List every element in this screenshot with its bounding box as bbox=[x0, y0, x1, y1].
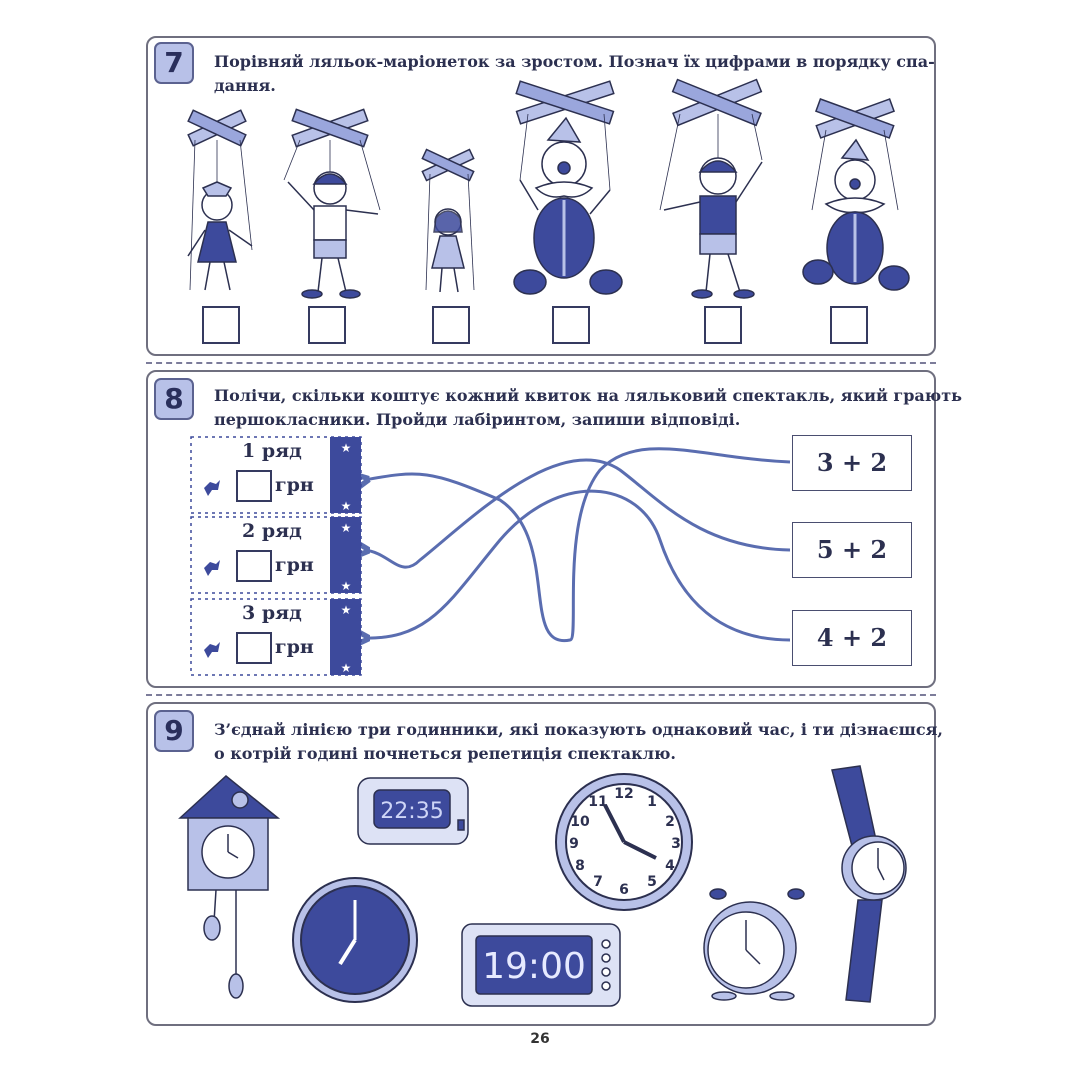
puppet-2-answer-box[interactable] bbox=[308, 306, 346, 344]
puppet-6-answer-box[interactable] bbox=[830, 306, 868, 344]
svg-text:★: ★ bbox=[341, 661, 352, 675]
dial-number-8: 8 bbox=[575, 858, 585, 874]
ticket-2-price-box[interactable] bbox=[236, 550, 272, 582]
marionette-boy-1 bbox=[283, 108, 381, 299]
svg-text:★: ★ bbox=[341, 499, 352, 513]
dial-number-11: 11 bbox=[588, 794, 607, 810]
ticket-2-currency: грн bbox=[275, 554, 314, 576]
dial-number-5: 5 bbox=[647, 874, 657, 890]
task-9-instruction-line1: З’єднай лінією три годинники, які показу… bbox=[214, 720, 943, 739]
svg-text:★: ★ bbox=[341, 579, 352, 593]
task-9-instruction-line2: о котрій годині почнеться репетиція спек… bbox=[214, 744, 676, 763]
task-7-instruction-line1: Порівняй ляльок-маріонеток за зростом. П… bbox=[214, 52, 935, 71]
dial-number-12: 12 bbox=[614, 786, 633, 802]
dashed-separator-2 bbox=[146, 694, 936, 696]
alarm-clock-icon bbox=[703, 888, 805, 1001]
wall-clock-large bbox=[555, 773, 693, 911]
puppet-5-answer-box[interactable] bbox=[704, 306, 742, 344]
wall-clock-dark bbox=[292, 877, 418, 1003]
ticket-3-row-label: 3 ряд bbox=[242, 602, 302, 624]
svg-text:★: ★ bbox=[341, 603, 352, 617]
dial-number-3: 3 bbox=[671, 836, 681, 852]
ticket-row-2: ★ ★ 2 ряд грн bbox=[190, 516, 362, 594]
ticket-graphic: ★ ★ bbox=[190, 436, 362, 514]
task-8-instruction-line2: першокласники. Пройди лабіринтом, запиши… bbox=[214, 410, 741, 429]
digital-clock-large bbox=[461, 923, 621, 1007]
ticket-graphic: ★ ★ bbox=[190, 598, 362, 676]
dial-number-2: 2 bbox=[665, 814, 675, 830]
cuckoo-clock-icon bbox=[178, 775, 281, 999]
dial-number-4: 4 bbox=[665, 858, 675, 874]
wrist-watch-icon bbox=[831, 765, 907, 1003]
puppet-4-answer-box[interactable] bbox=[552, 306, 590, 344]
marionette-clown-1 bbox=[513, 80, 623, 295]
ticket-2-row-label: 2 ряд bbox=[242, 520, 302, 542]
ticket-1-price-box[interactable] bbox=[236, 470, 272, 502]
maze-path-1 bbox=[364, 447, 791, 643]
dial-number-6: 6 bbox=[619, 882, 629, 898]
ticket-1-row-label: 1 ряд bbox=[242, 440, 302, 462]
marionette-clown-2 bbox=[802, 98, 910, 291]
ticket-3-currency: грн bbox=[275, 636, 314, 658]
expression-box-1: 3 + 2 bbox=[792, 435, 912, 491]
ticket-3-price-box[interactable] bbox=[236, 632, 272, 664]
task-7-instruction-line2: дання. bbox=[214, 76, 276, 95]
task-number-9: 9 bbox=[154, 710, 194, 752]
page-number: 26 bbox=[530, 1031, 550, 1047]
ticket-row-3: ★ ★ 3 ряд грн bbox=[190, 598, 362, 676]
digital-clock-2-time: 19:00 bbox=[482, 946, 586, 987]
carousel-horse-icon bbox=[204, 642, 220, 658]
expression-box-2: 5 + 2 bbox=[792, 522, 912, 578]
maze-path-3 bbox=[364, 489, 791, 640]
ticket-1-currency: грн bbox=[275, 474, 314, 496]
dial-number-7: 7 bbox=[593, 874, 603, 890]
task-number-8: 8 bbox=[154, 378, 194, 420]
digital-clock-1-time: 22:35 bbox=[380, 799, 443, 824]
svg-text:★: ★ bbox=[341, 441, 352, 455]
task-8-instruction-line1: Полічи, скільки коштує кожний квиток на … bbox=[214, 386, 962, 405]
carousel-horse-icon bbox=[204, 560, 220, 576]
ticket-row-1: ★ ★ 1 ряд грн bbox=[190, 436, 362, 514]
carousel-horse-icon bbox=[204, 480, 220, 496]
dashed-separator-1 bbox=[146, 362, 936, 364]
puppet-3-answer-box[interactable] bbox=[432, 306, 470, 344]
maze-path-2 bbox=[364, 458, 791, 569]
task-number-7: 7 bbox=[154, 42, 194, 84]
marionette-girl-small bbox=[421, 148, 475, 293]
puppet-1-answer-box[interactable] bbox=[202, 306, 240, 344]
dial-number-10: 10 bbox=[570, 814, 590, 830]
expression-box-3: 4 + 2 bbox=[792, 610, 912, 666]
marionettes-illustration bbox=[187, 78, 910, 299]
marionette-girl-bow bbox=[187, 109, 253, 291]
dial-number-9: 9 bbox=[569, 836, 579, 852]
dial-number-1: 1 bbox=[647, 794, 657, 810]
ticket-graphic: ★ ★ bbox=[190, 516, 362, 594]
svg-text:★: ★ bbox=[341, 521, 352, 535]
digital-clock-small bbox=[357, 777, 469, 845]
marionette-boy-2 bbox=[659, 78, 763, 299]
